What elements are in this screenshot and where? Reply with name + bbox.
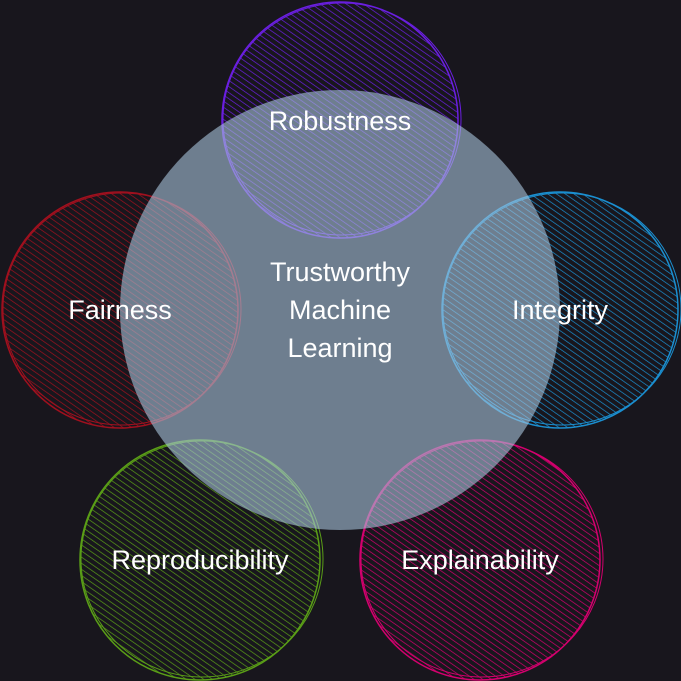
explainability-label: Explainability <box>401 545 559 575</box>
fairness-label: Fairness <box>68 295 172 325</box>
center-circle <box>120 90 560 530</box>
center-label-line: Trustworthy <box>269 257 411 287</box>
robustness-label: Robustness <box>268 106 412 136</box>
center-label-line: Machine <box>288 295 392 325</box>
center-label-line: Learning <box>287 333 393 363</box>
center-label: Trustworthy Machine Learning <box>270 253 410 367</box>
integrity-label: Integrity <box>511 295 609 325</box>
reproducibility-label: Reproducibility <box>111 545 289 575</box>
